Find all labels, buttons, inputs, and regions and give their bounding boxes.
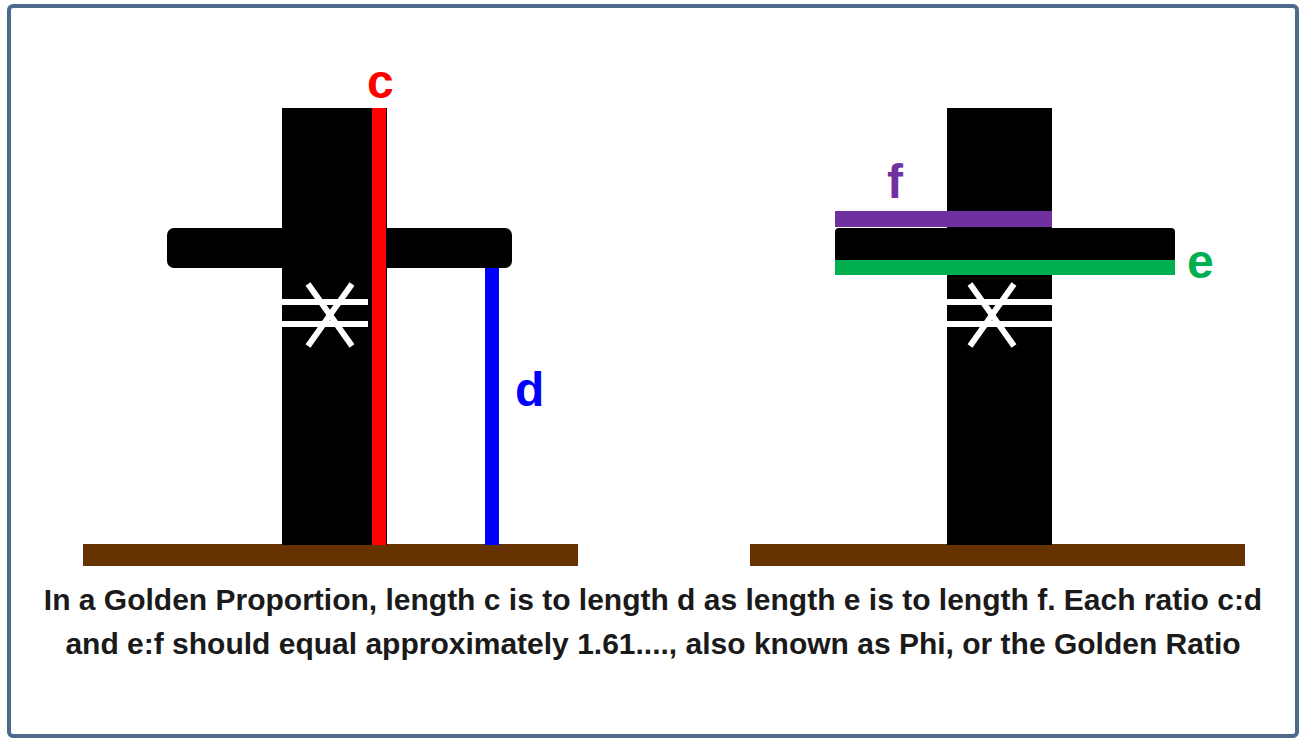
frame [9, 6, 1297, 736]
crossbar [835, 228, 1175, 262]
length-label: f [887, 158, 903, 206]
caption: In a Golden Proportion, length c is to l… [28, 578, 1278, 666]
length-label: d [515, 366, 544, 414]
post-symbol [947, 284, 1052, 346]
length-d-line [485, 268, 499, 545]
length-c-line [372, 108, 386, 545]
ground-bar [750, 544, 1245, 566]
post [947, 108, 1052, 545]
length-f-line [835, 211, 1052, 227]
length-e-line [835, 260, 1175, 275]
post [282, 108, 387, 545]
ground-bar [83, 544, 578, 566]
crossbar [167, 228, 512, 268]
length-label: e [1187, 238, 1214, 286]
length-label: c [367, 58, 394, 106]
post-symbol [282, 284, 368, 346]
